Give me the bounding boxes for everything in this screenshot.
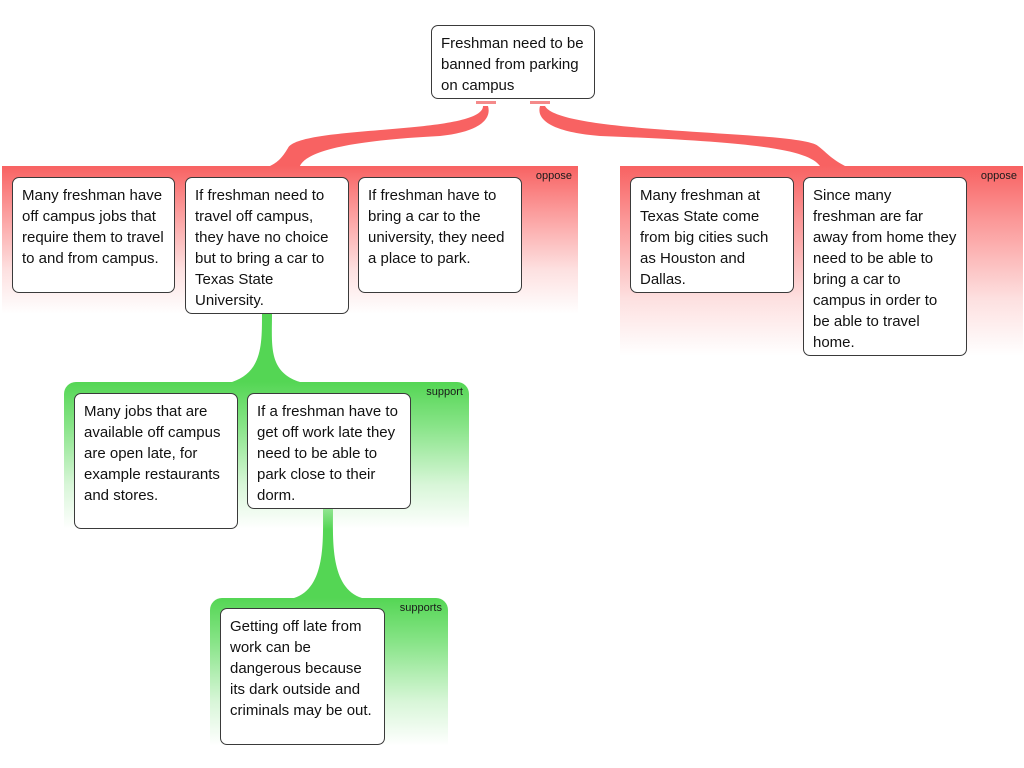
oppose-reason-node[interactable]: Since many freshman are far away from ho… <box>803 177 967 356</box>
group-label-oppose: oppose <box>980 170 1017 182</box>
group-label-support: support <box>426 386 463 398</box>
support-reason-node[interactable]: Many jobs that are available off campus … <box>74 393 238 529</box>
node-text: Since many freshman are far away from ho… <box>813 187 957 351</box>
oppose-reason-node[interactable]: If freshman have to bring a car to the u… <box>358 177 522 293</box>
node-text: If freshman need to travel off campus, t… <box>195 187 329 309</box>
oppose-reason-node[interactable]: Many freshman have off campus jobs that … <box>12 177 175 293</box>
node-text: If freshman have to bring a car to the u… <box>368 187 505 267</box>
oppose-reason-node[interactable]: Many freshman at Texas State come from b… <box>630 177 794 293</box>
supports-reason-node[interactable]: Getting off late from work can be danger… <box>220 608 385 745</box>
root-claim-node[interactable]: Freshman need to be banned from parking … <box>431 25 595 99</box>
root-claim-text: Freshman need to be banned from parking … <box>441 35 584 94</box>
node-text: Many freshman have off campus jobs that … <box>22 187 164 267</box>
node-text: If a freshman have to get off work late … <box>257 403 398 504</box>
supports-connector <box>294 509 362 598</box>
root-tab-left <box>476 101 496 104</box>
node-text: Getting off late from work can be danger… <box>230 618 372 719</box>
oppose-reason-node[interactable]: If freshman need to travel off campus, t… <box>185 177 349 314</box>
group-label-supports: supports <box>399 602 442 614</box>
group-label-oppose: oppose <box>535 170 572 182</box>
support-connector <box>232 314 300 382</box>
node-text: Many jobs that are available off campus … <box>84 403 221 504</box>
support-reason-node[interactable]: If a freshman have to get off work late … <box>247 393 411 509</box>
node-text: Many freshman at Texas State come from b… <box>640 187 769 288</box>
root-tab-right <box>530 101 550 104</box>
oppose-right-connector <box>539 106 845 166</box>
oppose-left-connector <box>270 106 489 166</box>
